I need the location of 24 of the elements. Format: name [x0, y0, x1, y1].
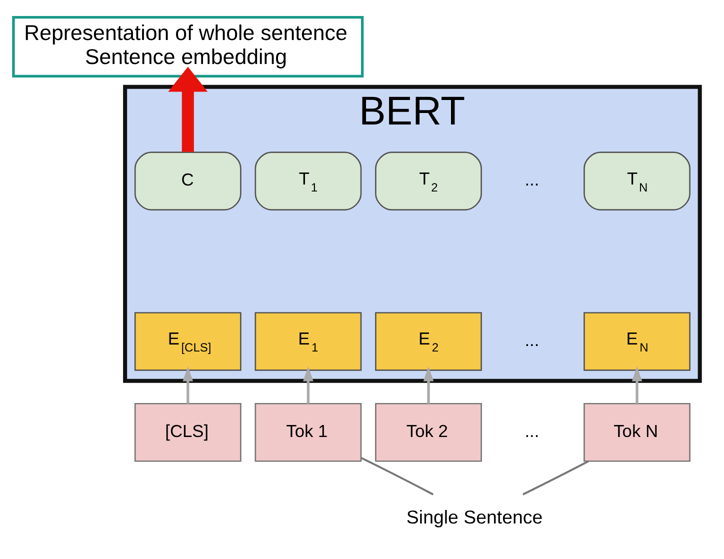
node-box: E$_{[CLS]}$	[134, 312, 242, 370]
connector	[522, 460, 589, 495]
node-box: E$_{1}$	[254, 312, 362, 370]
label: ...	[524, 330, 540, 350]
node-box: Tok 1	[254, 402, 362, 462]
connector	[361, 456, 434, 495]
node-box: Tok N	[584, 402, 690, 462]
node-box: E$_{N}$	[584, 312, 690, 370]
arrow	[182, 366, 194, 404]
node-box: T$_{N}$	[584, 151, 690, 210]
node-box: Representation of whole sentence Sentence embedding	[12, 16, 364, 77]
node-box: T$_{1}$	[254, 151, 362, 210]
label: ...	[524, 420, 540, 440]
node-box: E$_{2}$	[375, 312, 482, 370]
node-box: C	[134, 151, 242, 210]
arrow	[168, 66, 208, 152]
arrow	[423, 366, 434, 404]
node-box: T$_{2}$	[375, 151, 482, 210]
label: ...	[524, 169, 540, 190]
node-box: Tok 2	[375, 402, 482, 462]
node-box: [CLS]	[134, 402, 242, 462]
arrow	[632, 366, 642, 404]
node-text: Single Sentence	[406, 506, 543, 528]
arrow	[303, 366, 314, 404]
